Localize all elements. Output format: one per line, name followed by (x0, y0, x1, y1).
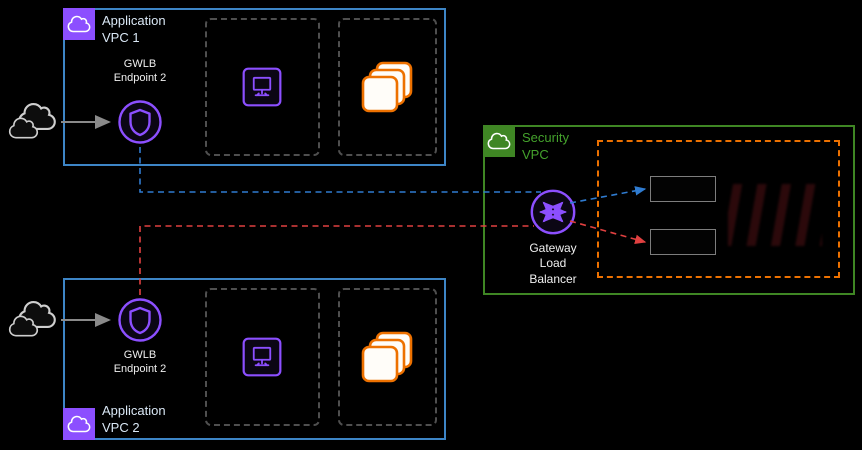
security-vpc-icon (483, 125, 515, 157)
appliance-subnet-box (597, 140, 840, 278)
internet-cloud-icon (8, 100, 58, 147)
appliance-node-1 (650, 176, 716, 202)
app-vpc-2-label: Application VPC 2 (102, 403, 166, 435)
faded-logo (728, 184, 822, 246)
gwlb-endpoint-2-label: GWLB Endpoint 2 (113, 349, 167, 376)
internet-cloud-icon (8, 298, 58, 345)
appliance-node-2 (650, 229, 716, 255)
gwlb-endpoint-icon (117, 99, 163, 150)
security-vpc-box (483, 125, 855, 295)
gwlb-endpoint-1-label: GWLB Endpoint 2 (113, 58, 167, 85)
vpc-cloud-glyph (487, 132, 511, 150)
vpc-cloud-glyph (67, 415, 91, 433)
gateway-load-balancer-label: Gateway Load Balancer (529, 241, 577, 286)
vpc-icon (63, 8, 95, 40)
instance-icon (240, 335, 284, 384)
app-vpc-1-label: Application VPC 1 (102, 13, 166, 45)
vpc-icon (63, 408, 95, 440)
instance-icon (240, 65, 284, 114)
gwlb-endpoint-icon (117, 297, 163, 348)
vpc-cloud-glyph (67, 15, 91, 33)
instance-stack-icon (360, 330, 414, 389)
gateway-load-balancer-icon (529, 188, 577, 241)
instance-stack-icon (360, 60, 414, 119)
